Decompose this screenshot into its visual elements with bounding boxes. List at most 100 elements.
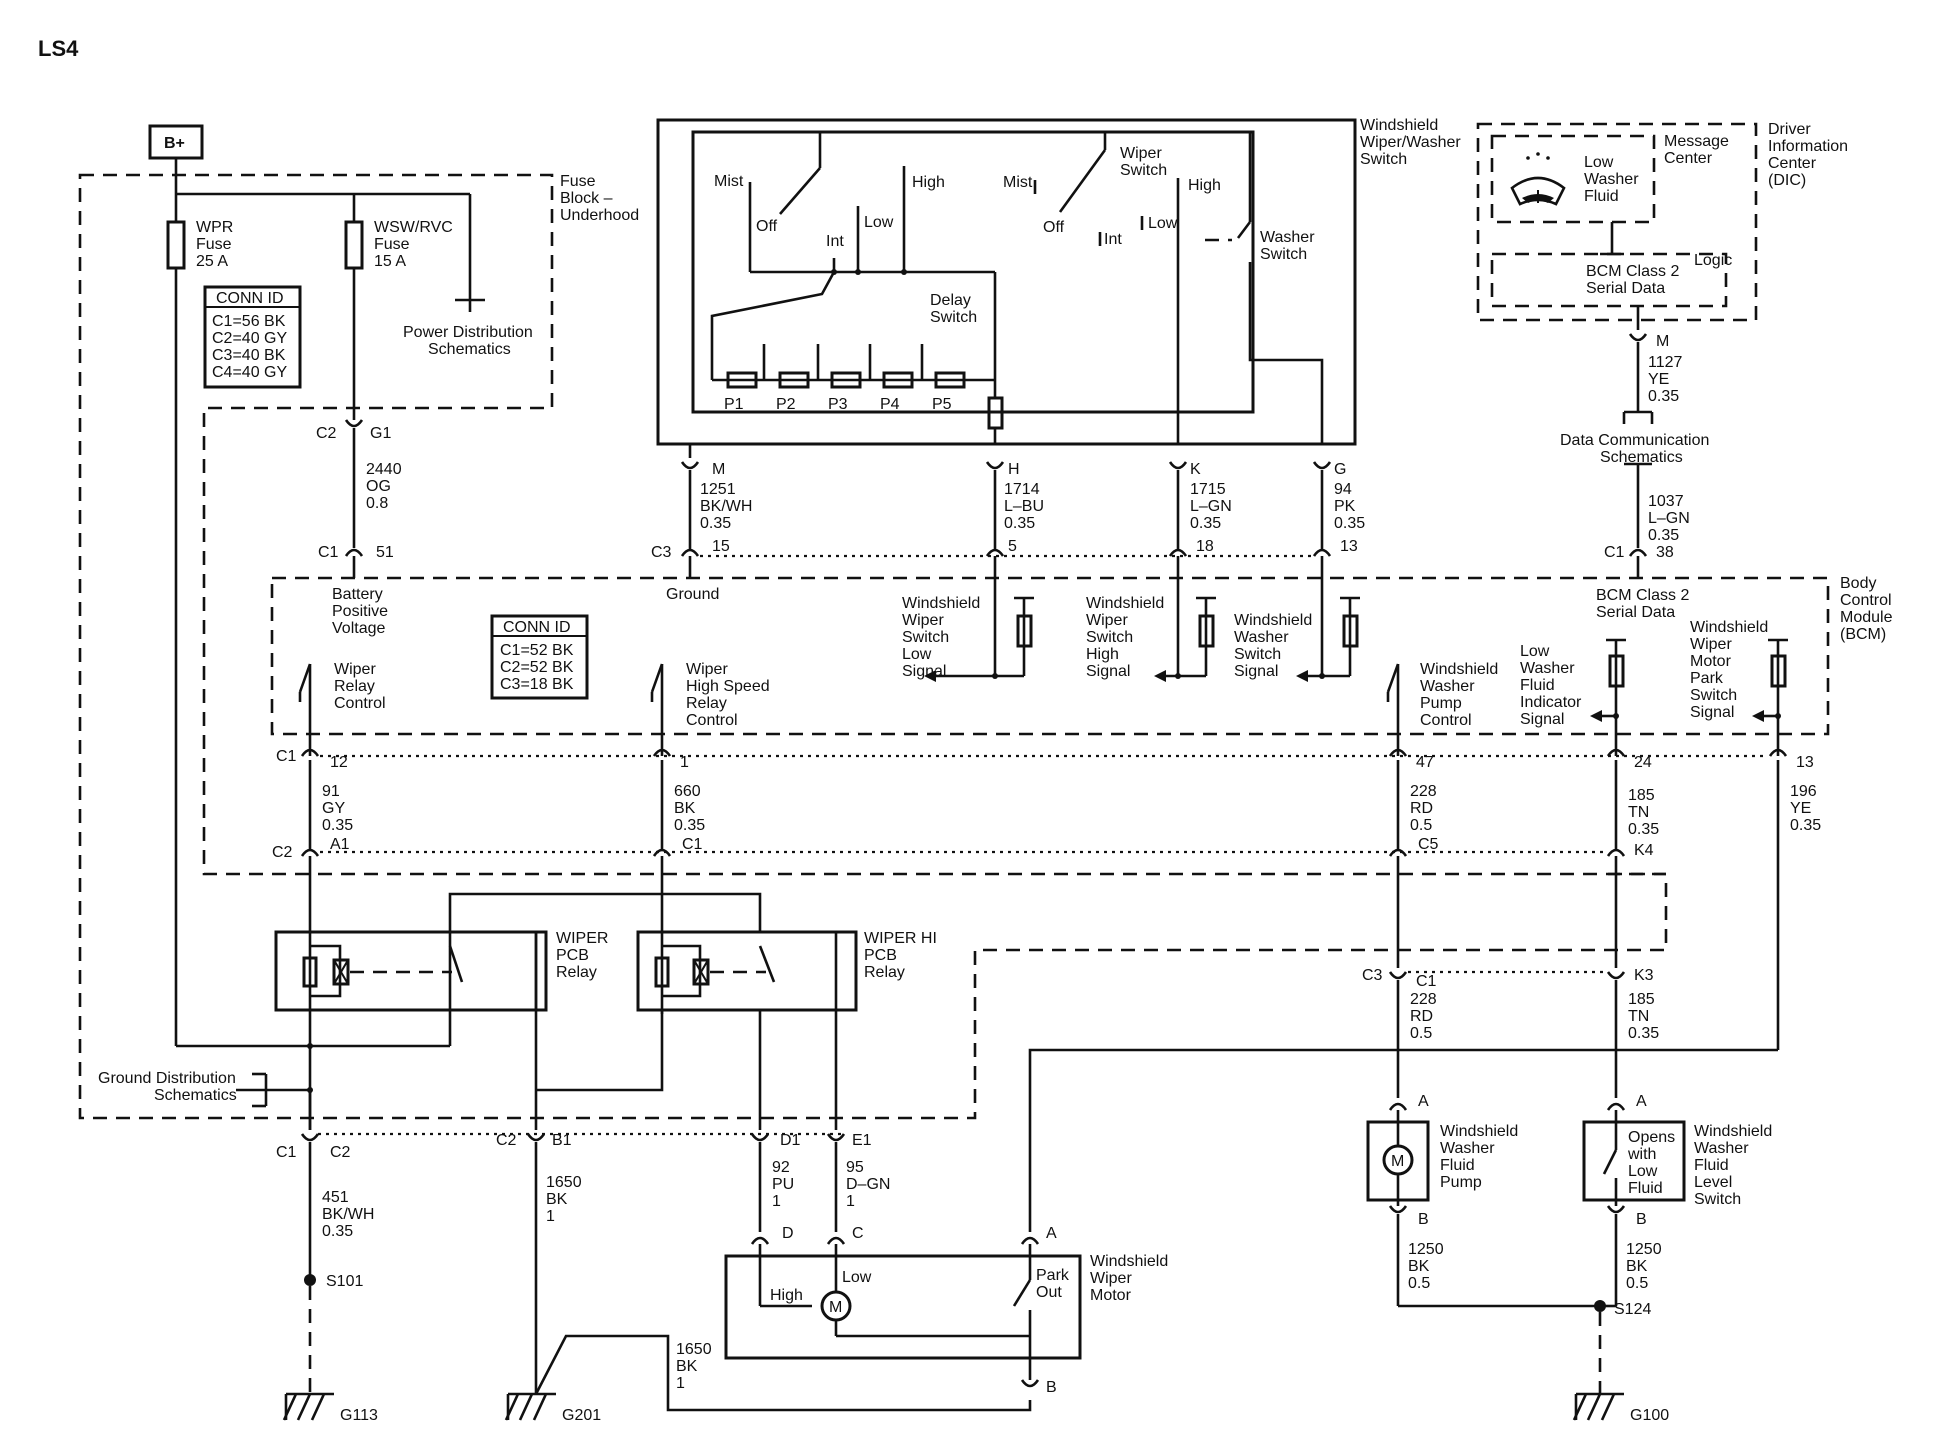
bottom-pins: C1 C2 C2 B1 D1 E1 bbox=[276, 1132, 872, 1161]
svg-text:Wiper: Wiper bbox=[1120, 145, 1162, 162]
svg-text:P5: P5 bbox=[932, 396, 952, 413]
svg-text:Wiper: Wiper bbox=[1690, 636, 1732, 653]
svg-text:A: A bbox=[1636, 1093, 1647, 1110]
dic-logic-box bbox=[1490, 252, 1728, 308]
svg-text:K3: K3 bbox=[1634, 967, 1654, 984]
svg-text:C2: C2 bbox=[272, 844, 293, 861]
svg-text:0.35: 0.35 bbox=[700, 515, 731, 532]
svg-text:P3: P3 bbox=[828, 396, 848, 413]
svg-text:451: 451 bbox=[322, 1189, 349, 1206]
svg-text:Wiper: Wiper bbox=[1086, 612, 1128, 629]
svg-text:Mist: Mist bbox=[1003, 174, 1033, 191]
svg-text:15: 15 bbox=[712, 538, 730, 555]
svg-text:0.35: 0.35 bbox=[1004, 515, 1035, 532]
svg-text:Pump: Pump bbox=[1440, 1174, 1482, 1191]
svg-text:5: 5 bbox=[1008, 538, 1017, 555]
svg-text:B1: B1 bbox=[552, 1132, 572, 1149]
svg-text:Off: Off bbox=[1043, 219, 1065, 236]
bcm-outline bbox=[270, 576, 1830, 736]
svg-text:Relay: Relay bbox=[334, 678, 375, 695]
battery-positive-label: Battery Positive Voltage bbox=[332, 586, 388, 637]
svg-text:1250: 1250 bbox=[1408, 1241, 1444, 1258]
svg-text:Information: Information bbox=[1768, 138, 1848, 155]
svg-text:(DIC): (DIC) bbox=[1768, 172, 1806, 189]
svg-text:C1=56 BK: C1=56 BK bbox=[212, 313, 286, 330]
svg-text:C2: C2 bbox=[496, 1132, 517, 1149]
svg-text:Signal: Signal bbox=[1234, 663, 1278, 680]
svg-text:Park: Park bbox=[1690, 670, 1724, 687]
motor-gnd-wire-label: 1650 BK 1 bbox=[676, 1341, 712, 1392]
svg-text:92: 92 bbox=[772, 1159, 790, 1176]
svg-text:25 A: 25 A bbox=[196, 253, 228, 270]
fuse-conn-id-title: CONN ID bbox=[216, 290, 284, 307]
svg-text:Switch: Switch bbox=[1120, 162, 1167, 179]
svg-text:Control: Control bbox=[1840, 592, 1892, 609]
svg-text:Windshield: Windshield bbox=[1360, 117, 1438, 134]
svg-text:Low: Low bbox=[842, 1269, 872, 1286]
svg-text:S124: S124 bbox=[1614, 1301, 1651, 1318]
serial-wire-label: 1037 L–GN 0.35 bbox=[1648, 493, 1690, 544]
dic-serial-label: BCM Class 2 Serial Data bbox=[1586, 263, 1679, 297]
svg-text:0.5: 0.5 bbox=[1410, 1025, 1432, 1042]
svg-text:Control: Control bbox=[686, 712, 738, 729]
svg-text:2440: 2440 bbox=[366, 461, 402, 478]
svg-text:Park: Park bbox=[1036, 1267, 1070, 1284]
svg-text:Mist: Mist bbox=[714, 173, 744, 190]
svg-text:38: 38 bbox=[1656, 544, 1674, 561]
battery-label: B+ bbox=[164, 135, 185, 152]
svg-text:185: 185 bbox=[1628, 991, 1655, 1008]
svg-text:Ground Distribution: Ground Distribution bbox=[98, 1070, 236, 1087]
svg-text:Opens: Opens bbox=[1628, 1129, 1675, 1146]
svg-text:L–GN: L–GN bbox=[1190, 498, 1232, 515]
svg-text:C1: C1 bbox=[318, 544, 339, 561]
svg-text:Wiper: Wiper bbox=[902, 612, 944, 629]
washer-fluid-icon bbox=[1510, 152, 1566, 206]
svg-text:0.5: 0.5 bbox=[1626, 1275, 1648, 1292]
bcm-conn-id-box bbox=[490, 614, 589, 700]
svg-text:Washer: Washer bbox=[1234, 629, 1289, 646]
svg-text:PCB: PCB bbox=[556, 947, 589, 964]
ground-g201: G201 bbox=[504, 1392, 601, 1424]
svg-text:Low: Low bbox=[1520, 643, 1550, 660]
svg-text:Schematics: Schematics bbox=[154, 1087, 237, 1104]
svg-text:C4=40 GY: C4=40 GY bbox=[212, 364, 287, 381]
svg-text:C2: C2 bbox=[330, 1144, 351, 1161]
svg-text:Wiper: Wiper bbox=[1090, 1270, 1132, 1287]
switch-wire-g: G 94 PK 0.35 13 bbox=[1312, 461, 1365, 557]
logic-label: Logic bbox=[1694, 252, 1732, 269]
message-center-box bbox=[1490, 134, 1656, 224]
svg-text:0.35: 0.35 bbox=[674, 817, 705, 834]
svg-text:C5: C5 bbox=[1418, 836, 1439, 853]
svg-text:Switch: Switch bbox=[1086, 629, 1133, 646]
fuse-wire-label: 2440 OG 0.8 bbox=[366, 461, 402, 512]
svg-text:95: 95 bbox=[846, 1159, 864, 1176]
c2-pins: C2 A1 C1 C5 K4 bbox=[272, 836, 1654, 861]
svg-text:Data Communication: Data Communication bbox=[1560, 432, 1709, 449]
ground-g113: G113 bbox=[282, 1392, 378, 1424]
svg-text:Switch: Switch bbox=[1234, 646, 1281, 663]
switch-wire-h: H 1714 L–BU 0.35 5 bbox=[985, 461, 1044, 557]
svg-text:G: G bbox=[1334, 461, 1346, 478]
svg-text:BK: BK bbox=[1626, 1258, 1648, 1275]
svg-text:Schematics: Schematics bbox=[1600, 449, 1683, 466]
level-switch-inner: Opens with Low Fluid bbox=[1627, 1129, 1675, 1197]
svg-text:1: 1 bbox=[676, 1375, 685, 1392]
svg-text:Washer: Washer bbox=[1520, 660, 1575, 677]
svg-text:0.35: 0.35 bbox=[322, 817, 353, 834]
svg-text:C1: C1 bbox=[276, 1144, 297, 1161]
wire-228: 228 RD 0.5 bbox=[1410, 783, 1437, 834]
svg-text:BCM Class 2: BCM Class 2 bbox=[1596, 587, 1689, 604]
wiper-pcb-relay bbox=[274, 930, 548, 1012]
svg-text:RD: RD bbox=[1410, 1008, 1433, 1025]
svg-text:1714: 1714 bbox=[1004, 481, 1040, 498]
svg-text:M: M bbox=[1656, 333, 1669, 350]
svg-text:0.35: 0.35 bbox=[1648, 388, 1679, 405]
dic-wire-label: 1127 YE 0.35 bbox=[1648, 354, 1683, 405]
svg-text:15 A: 15 A bbox=[374, 253, 406, 270]
svg-text:A: A bbox=[1046, 1225, 1057, 1242]
wiper-relay-label: WIPER PCB Relay bbox=[556, 930, 608, 981]
washer-pump-control: Windshield Washer Pump Control bbox=[1386, 661, 1498, 756]
svg-text:Fuse: Fuse bbox=[560, 173, 596, 190]
svg-text:Body: Body bbox=[1840, 575, 1876, 592]
